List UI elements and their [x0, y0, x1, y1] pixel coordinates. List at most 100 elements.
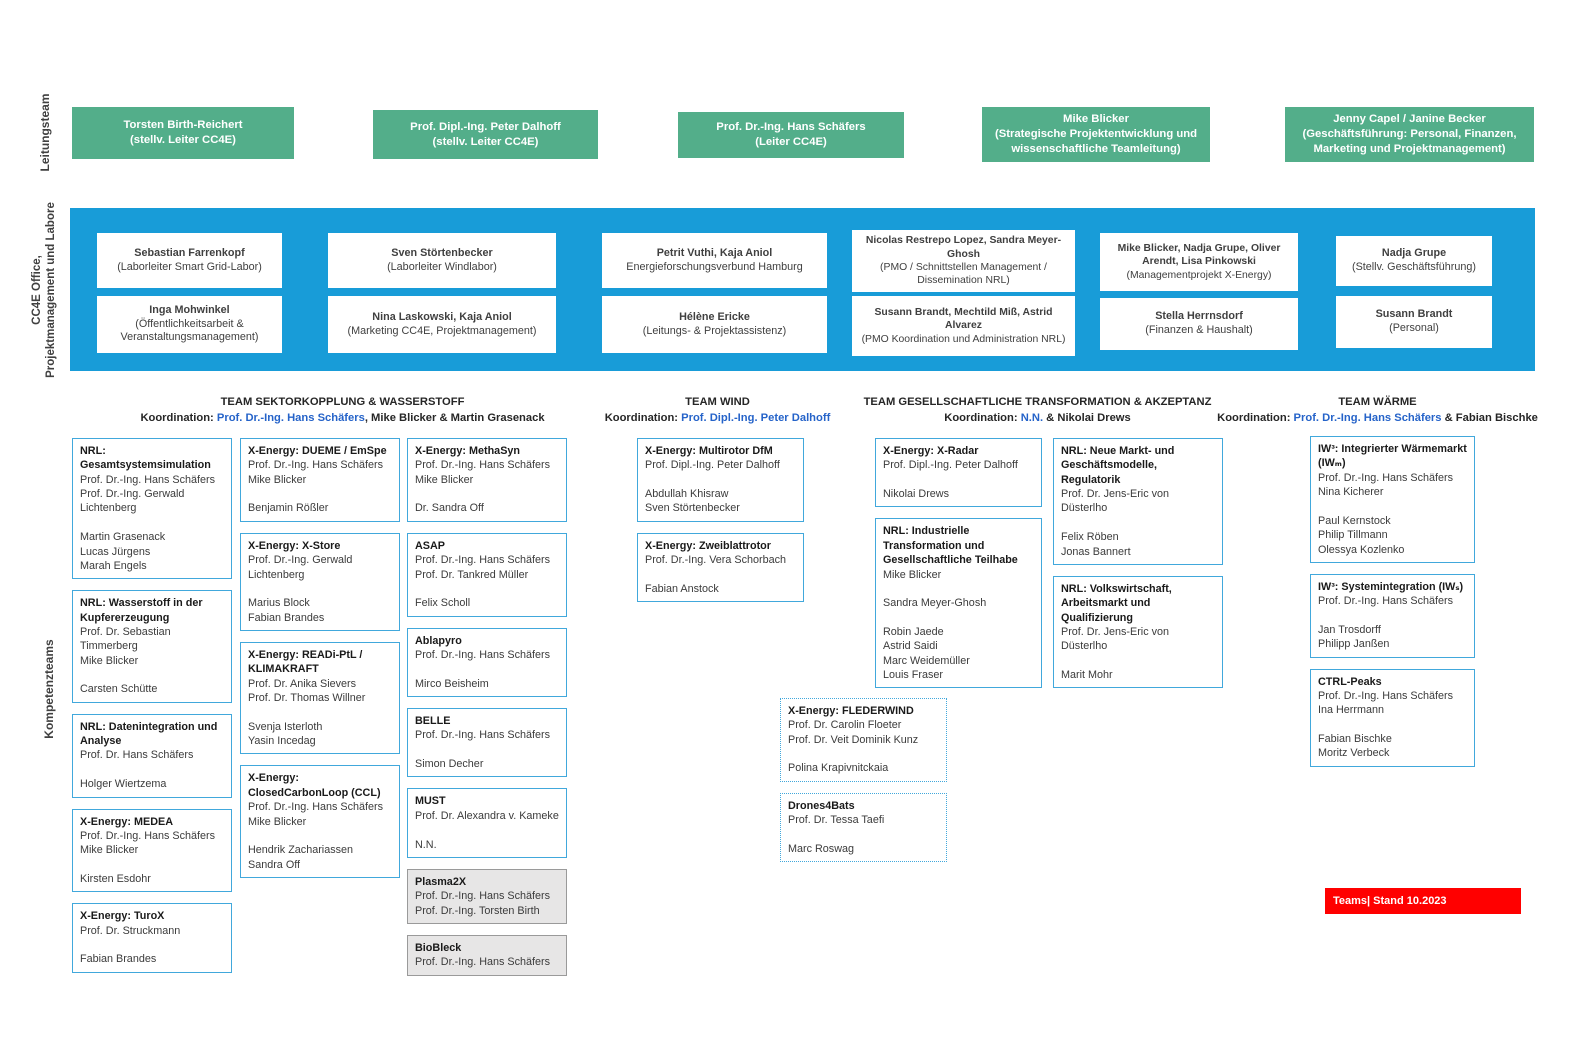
project-members: Prof. Dr. Anika Sievers Prof. Dr. Thomas…	[248, 677, 366, 748]
office-box: Susann Brandt (Personal)	[1336, 296, 1492, 348]
project-members: Prof. Dr.-Ing. Hans Schäfers Mike Blicke…	[80, 829, 216, 885]
team-coordination: Koordination: Prof. Dr.-Ing. Hans Schäfe…	[70, 410, 615, 426]
column-waerme: IW³: Integrierter Wärmemarkt (IWₘ)Prof. …	[1310, 436, 1475, 767]
project-members: Prof. Dipl.-Ing. Peter Dalhoff Abdullah …	[645, 459, 780, 515]
project-title: Ablapyro	[415, 634, 462, 647]
project-title: MUST	[415, 795, 446, 808]
person-role: (Finanzen & Haushalt)	[1145, 324, 1253, 336]
project-box: IW³: Integrierter Wärmemarkt (IWₘ)Prof. …	[1310, 436, 1475, 563]
person-role: (Marketing CC4E, Projektmanagement)	[347, 324, 537, 337]
person-name: Susann Brandt, Mechtild Miß, Astrid Alva…	[874, 307, 1053, 332]
team-title: TEAM GESELLSCHAFTLICHE TRANSFORMATION & …	[863, 396, 1212, 408]
person-role: (Managementprojekt X-Energy)	[1126, 269, 1272, 281]
office-box: Mike Blicker, Nadja Grupe, Oliver Arendt…	[1100, 233, 1298, 291]
coord-name: Prof. Dipl.-Ing. Peter Dalhoff	[681, 412, 831, 425]
leadership-box: Prof. Dr.-Ing. Hans Schäfers (Leiter CC4…	[678, 112, 904, 158]
project-members: Prof. Dr.-Ing. Vera Schorbach Fabian Ans…	[645, 554, 787, 595]
person-role: Energieforschungsverbund Hamburg	[626, 260, 803, 273]
project-members: Prof. Dr.-Ing. Hans Schäfers Prof. Dr.-I…	[80, 473, 216, 572]
project-members: Prof. Dr. Jens-Eric von Düsterlho Marit …	[1061, 625, 1170, 682]
person-role: (Personal)	[1389, 322, 1439, 334]
person-name: Jenny Capel / Janine Becker	[1333, 113, 1486, 126]
project-title: X-Energy: TuroX	[80, 910, 165, 923]
project-members: Prof. Dr.-Ing. Gerwald Lichtenberg Mariu…	[248, 554, 353, 624]
office-box: Nicolas Restrepo Lopez, Sandra Meyer-Gho…	[852, 230, 1075, 292]
project-members: Prof. Dr.-Ing. Hans Schäfers Mirco Beish…	[415, 648, 551, 690]
team-header-wind: TEAM WIND Koordination: Prof. Dipl.-Ing.…	[585, 394, 850, 426]
project-title: BioBleck	[415, 941, 462, 954]
project-box: NRL: Industrielle Transformation und Ges…	[875, 518, 1042, 689]
person-role: (Laborleiter Windlabor)	[387, 260, 497, 273]
person-role: (Laborleiter Smart Grid-Labor)	[117, 260, 262, 273]
person-name: Susann Brandt	[1375, 308, 1453, 321]
project-members: Prof. Dr. Jens-Eric von Düsterlho Felix …	[1061, 488, 1170, 558]
project-title: X-Energy: Zweiblattrotor	[645, 539, 771, 552]
team-title: TEAM WÄRME	[1338, 396, 1417, 408]
person-name: Stella Herrnsdorf	[1155, 310, 1243, 323]
project-title: X-Energy: ClosedCarbonLoop (CCL)	[248, 772, 381, 799]
person-name: Sebastian Farrenkopf	[134, 246, 245, 259]
project-members: Prof. Dr.-Ing. Hans Schäfers Jan Trosdor…	[1318, 595, 1454, 651]
project-title: X-Energy: MethaSyn	[415, 445, 520, 457]
project-members: Prof. Dr.-Ing. Hans Schäfers Ina Herrman…	[1318, 690, 1454, 760]
person-role: (PMO Koordination und Administration NRL…	[861, 333, 1066, 345]
person-name: Inga Mohwinkel	[149, 303, 230, 316]
coord-name: Prof. Dr.-Ing. Hans Schäfers	[216, 412, 365, 425]
team-title: TEAM WIND	[685, 396, 750, 408]
person-role: (stellv. Leiter CC4E)	[130, 134, 236, 146]
project-title: Drones4Bats	[788, 799, 855, 812]
person-name: Nina Laskowski, Kaja Aniol	[372, 310, 512, 323]
project-members: Prof. Dr.-Ing. Hans Schäfers Nina Kicher…	[1318, 471, 1454, 556]
project-members: Prof. Dr. Alexandra v. Kameke N.N.	[415, 809, 559, 851]
side-label-kompetenzteams: Kompetenzteams	[42, 639, 56, 739]
office-box: Sebastian Farrenkopf (Laborleiter Smart …	[97, 233, 282, 288]
project-members: Prof. Dr.-Ing. Hans Schäfers Prof. Dr. T…	[415, 554, 551, 610]
leadership-box: Prof. Dipl.-Ing. Peter Dalhoff (stellv. …	[373, 110, 598, 159]
office-box: Nadja Grupe (Stellv. Geschäftsführung)	[1336, 236, 1492, 286]
side-label-leitungsteam: Leitungsteam	[38, 93, 52, 172]
project-title: IW³: Integrierter Wärmemarkt (IWₘ)	[1318, 443, 1467, 470]
person-name: Nadja Grupe	[1381, 247, 1447, 260]
coord-name: N.N.	[1020, 412, 1044, 425]
project-title: Plasma2X	[415, 875, 467, 888]
coord-prefix: Koordination:	[1217, 412, 1294, 425]
coord-prefix: Koordination:	[944, 412, 1021, 425]
team-coordination: Koordination: N.N. & Nikolai Drews	[860, 410, 1215, 426]
person-role: (Leitungs- & Projektassistenz)	[642, 324, 787, 337]
project-box: NRL: Volkswirtschaft, Arbeitsmarkt und Q…	[1053, 575, 1223, 689]
office-box: Petrit Vuthi, Kaja Aniol Energieforschun…	[602, 233, 827, 288]
project-title: X-Energy: MEDEA	[80, 815, 173, 828]
coord-prefix: Koordination:	[140, 412, 217, 425]
leadership-box: Jenny Capel / Janine Becker (Geschäftsfü…	[1285, 107, 1534, 162]
project-title: X-Energy: READi-PtL / KLIMAKRAFT	[248, 648, 363, 676]
project-members: Prof. Dr.-Ing. Hans Schäfers	[415, 956, 551, 969]
person-role: (PMO / Schnittstellen Management / Disse…	[880, 262, 1047, 287]
project-title: NRL: Wasserstoff in der Kupfererzeugung	[80, 597, 203, 624]
project-members: Prof. Dr.-Ing. Hans Schäfers Mike Blicke…	[248, 801, 384, 871]
project-title: NRL: Volkswirtschaft, Arbeitsmarkt und Q…	[1061, 582, 1172, 624]
office-box: Nina Laskowski, Kaja Aniol (Marketing CC…	[328, 296, 556, 353]
person-name: Prof. Dipl.-Ing. Peter Dalhoff	[410, 120, 561, 133]
project-members: Prof. Dr. Struckmann Fabian Brandes	[80, 924, 181, 966]
project-members: Mike Blicker Sandra Meyer-Ghosh Robin Ja…	[883, 568, 987, 682]
team-header-sektorkopplung: TEAM SEKTORKOPPLUNG & WASSERSTOFF Koordi…	[70, 394, 615, 426]
person-role: (Strategische Projektentwicklung und wis…	[994, 128, 1198, 155]
team-header-waerme: TEAM WÄRME Koordination: Prof. Dr.-Ing. …	[1205, 394, 1550, 426]
